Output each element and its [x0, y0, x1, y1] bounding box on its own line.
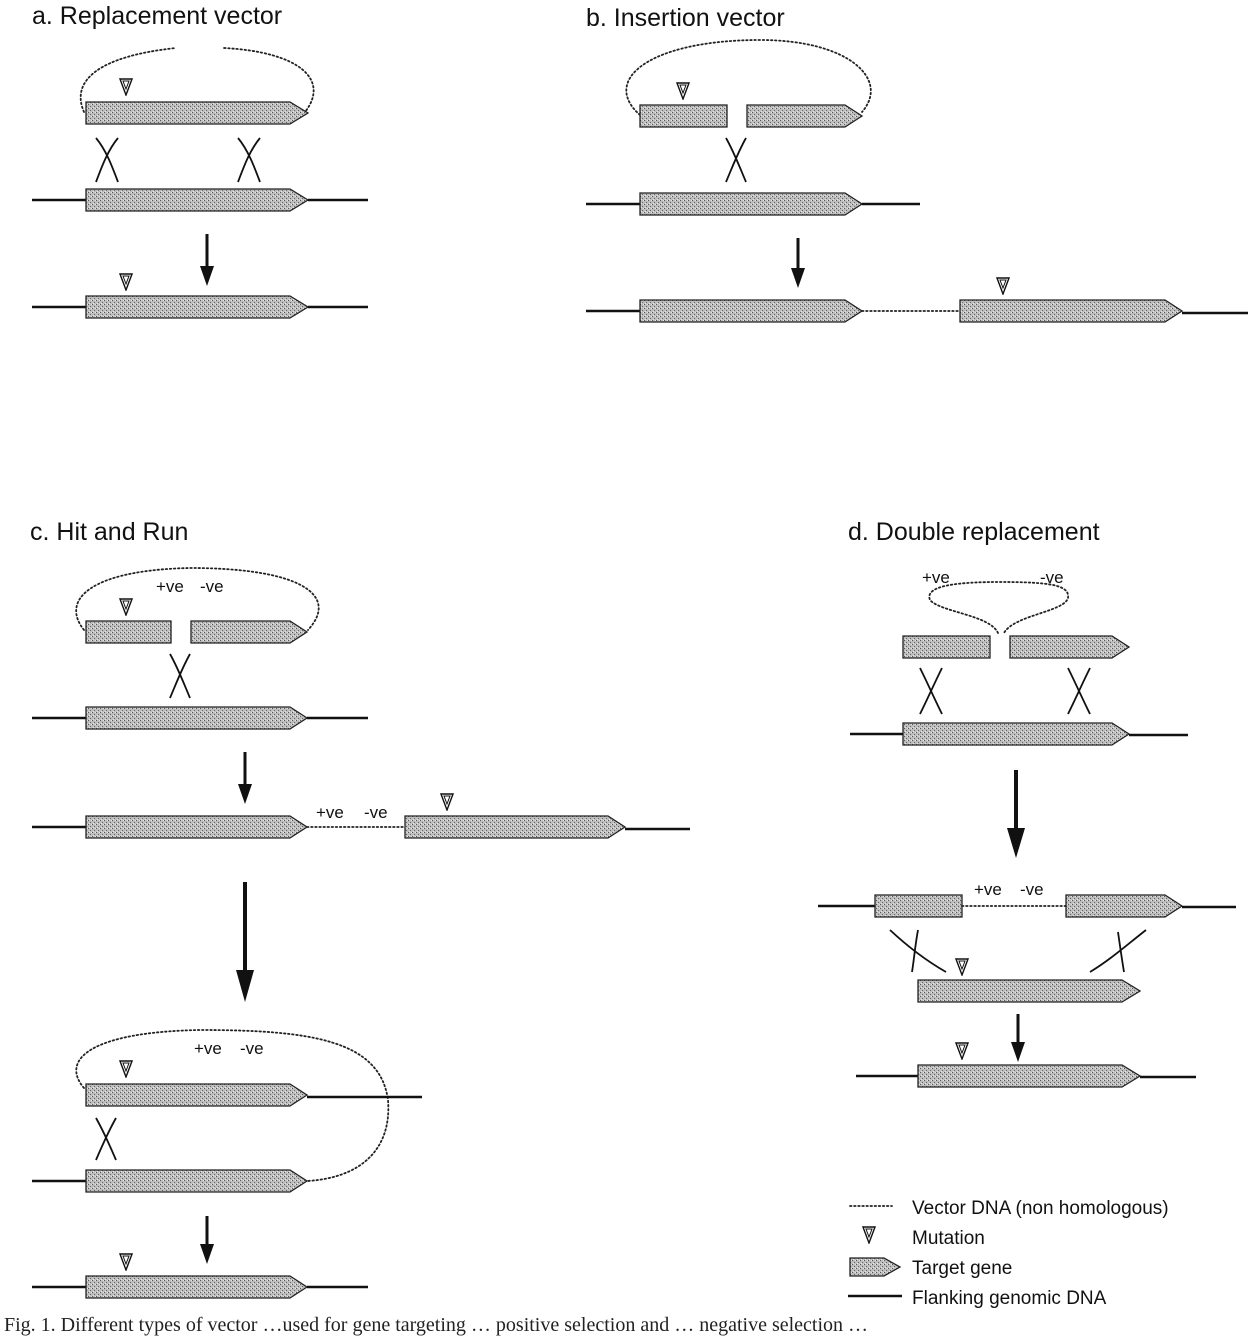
mutation-icon	[955, 958, 969, 976]
legend: Vector DNA (non homologous) Mutation Tar…	[848, 1198, 1169, 1309]
positive-marker-label: +ve	[974, 880, 1002, 899]
panel-a-replacement-vector: a. Replacement vector	[32, 2, 368, 319]
target-gene-replacement-vector	[917, 979, 1142, 1003]
crossover-icon	[237, 137, 261, 183]
target-gene-mutated	[85, 1275, 309, 1299]
down-arrow-icon	[1011, 1014, 1025, 1062]
crossover-icon	[95, 1117, 117, 1161]
mutation-icon	[119, 598, 133, 616]
target-gene-genomic	[85, 188, 310, 212]
negative-marker-label: -ve	[1040, 568, 1064, 587]
target-gene-vector-part1	[902, 635, 991, 659]
target-gene-mutated	[917, 1064, 1142, 1088]
panel-b-title: b. Insertion vector	[586, 4, 785, 32]
mutation-icon	[119, 78, 133, 96]
crossover-icon	[1067, 667, 1091, 715]
down-arrow-icon	[200, 1216, 214, 1264]
target-gene-duplicate-2	[404, 815, 627, 839]
target-gene-part1	[874, 894, 963, 918]
vector-dna-loop	[625, 39, 872, 116]
positive-marker-label: +ve	[194, 1039, 222, 1058]
target-gene-genomic	[639, 192, 864, 216]
target-gene-vector-loop	[85, 1083, 309, 1107]
positive-marker-label: +ve	[156, 577, 184, 596]
negative-marker-label: -ve	[240, 1039, 264, 1058]
vector-dna-loop	[79, 47, 177, 113]
mutation-icon	[676, 82, 690, 100]
down-arrow-icon	[200, 234, 214, 286]
down-arrow-icon	[1007, 770, 1025, 858]
target-gene-vector-part2	[746, 104, 864, 128]
negative-marker-label: -ve	[364, 803, 388, 822]
target-gene-duplicate-1	[85, 815, 309, 839]
mutation-icon	[119, 1253, 133, 1271]
vector-dna-loop	[75, 1029, 390, 1182]
crossover-icon	[725, 137, 747, 183]
target-gene-genomic	[902, 722, 1131, 746]
mutation-icon	[119, 273, 133, 291]
crossover-icon	[95, 137, 119, 183]
legend-mutation-label: Mutation	[912, 1228, 985, 1249]
target-gene-mutated	[85, 295, 310, 319]
target-gene-vector-part1	[639, 104, 728, 128]
panel-d-title: d. Double replacement	[848, 518, 1100, 546]
mutation-icon	[119, 1060, 133, 1078]
legend-mutation-icon	[862, 1226, 876, 1244]
target-gene-vector	[85, 101, 310, 125]
negative-marker-label: -ve	[200, 577, 224, 596]
vector-dna-loop	[75, 567, 320, 631]
crossover-icon	[889, 929, 947, 973]
target-gene-vector-part1	[85, 620, 172, 644]
legend-flanking-dna-label: Flanking genomic DNA	[912, 1288, 1107, 1309]
target-gene-part2	[1065, 894, 1184, 918]
vector-dna-loop	[928, 581, 1069, 634]
target-gene-vector-part2	[190, 620, 309, 644]
mutation-icon	[440, 793, 454, 811]
positive-marker-label: +ve	[922, 568, 950, 587]
target-gene-duplicate-2	[959, 299, 1184, 323]
panel-b-insertion-vector: b. Insertion vector	[586, 4, 1248, 323]
down-arrow-icon	[238, 752, 252, 804]
crossover-icon	[1089, 929, 1147, 973]
down-arrow-icon	[236, 882, 254, 1002]
target-gene-genomic	[85, 1169, 309, 1193]
down-arrow-icon	[791, 238, 805, 288]
legend-vector-dna-label: Vector DNA (non homologous)	[912, 1198, 1169, 1219]
legend-target-gene-swatch	[849, 1257, 902, 1277]
mutation-icon	[955, 1042, 969, 1060]
positive-marker-label: +ve	[316, 803, 344, 822]
figure-caption: Fig. 1. Different types of vector …used …	[4, 1314, 869, 1336]
target-gene-vector-part2	[1009, 635, 1131, 659]
legend-target-gene-label: Target gene	[912, 1258, 1012, 1279]
negative-marker-label: -ve	[1020, 880, 1044, 899]
panel-c-title: c. Hit and Run	[30, 518, 188, 546]
panel-d-double-replacement: d. Double replacement +ve -ve +ve -ve	[818, 518, 1236, 1088]
vector-dna-loop	[223, 47, 315, 113]
crossover-icon	[169, 653, 191, 699]
mutation-icon	[996, 277, 1010, 295]
target-gene-genomic	[85, 706, 309, 730]
crossover-icon	[919, 667, 943, 715]
panel-c-hit-and-run: c. Hit and Run +ve -ve +ve -ve	[30, 518, 690, 1299]
target-gene-duplicate-1	[639, 299, 864, 323]
panel-a-title: a. Replacement vector	[32, 2, 282, 30]
